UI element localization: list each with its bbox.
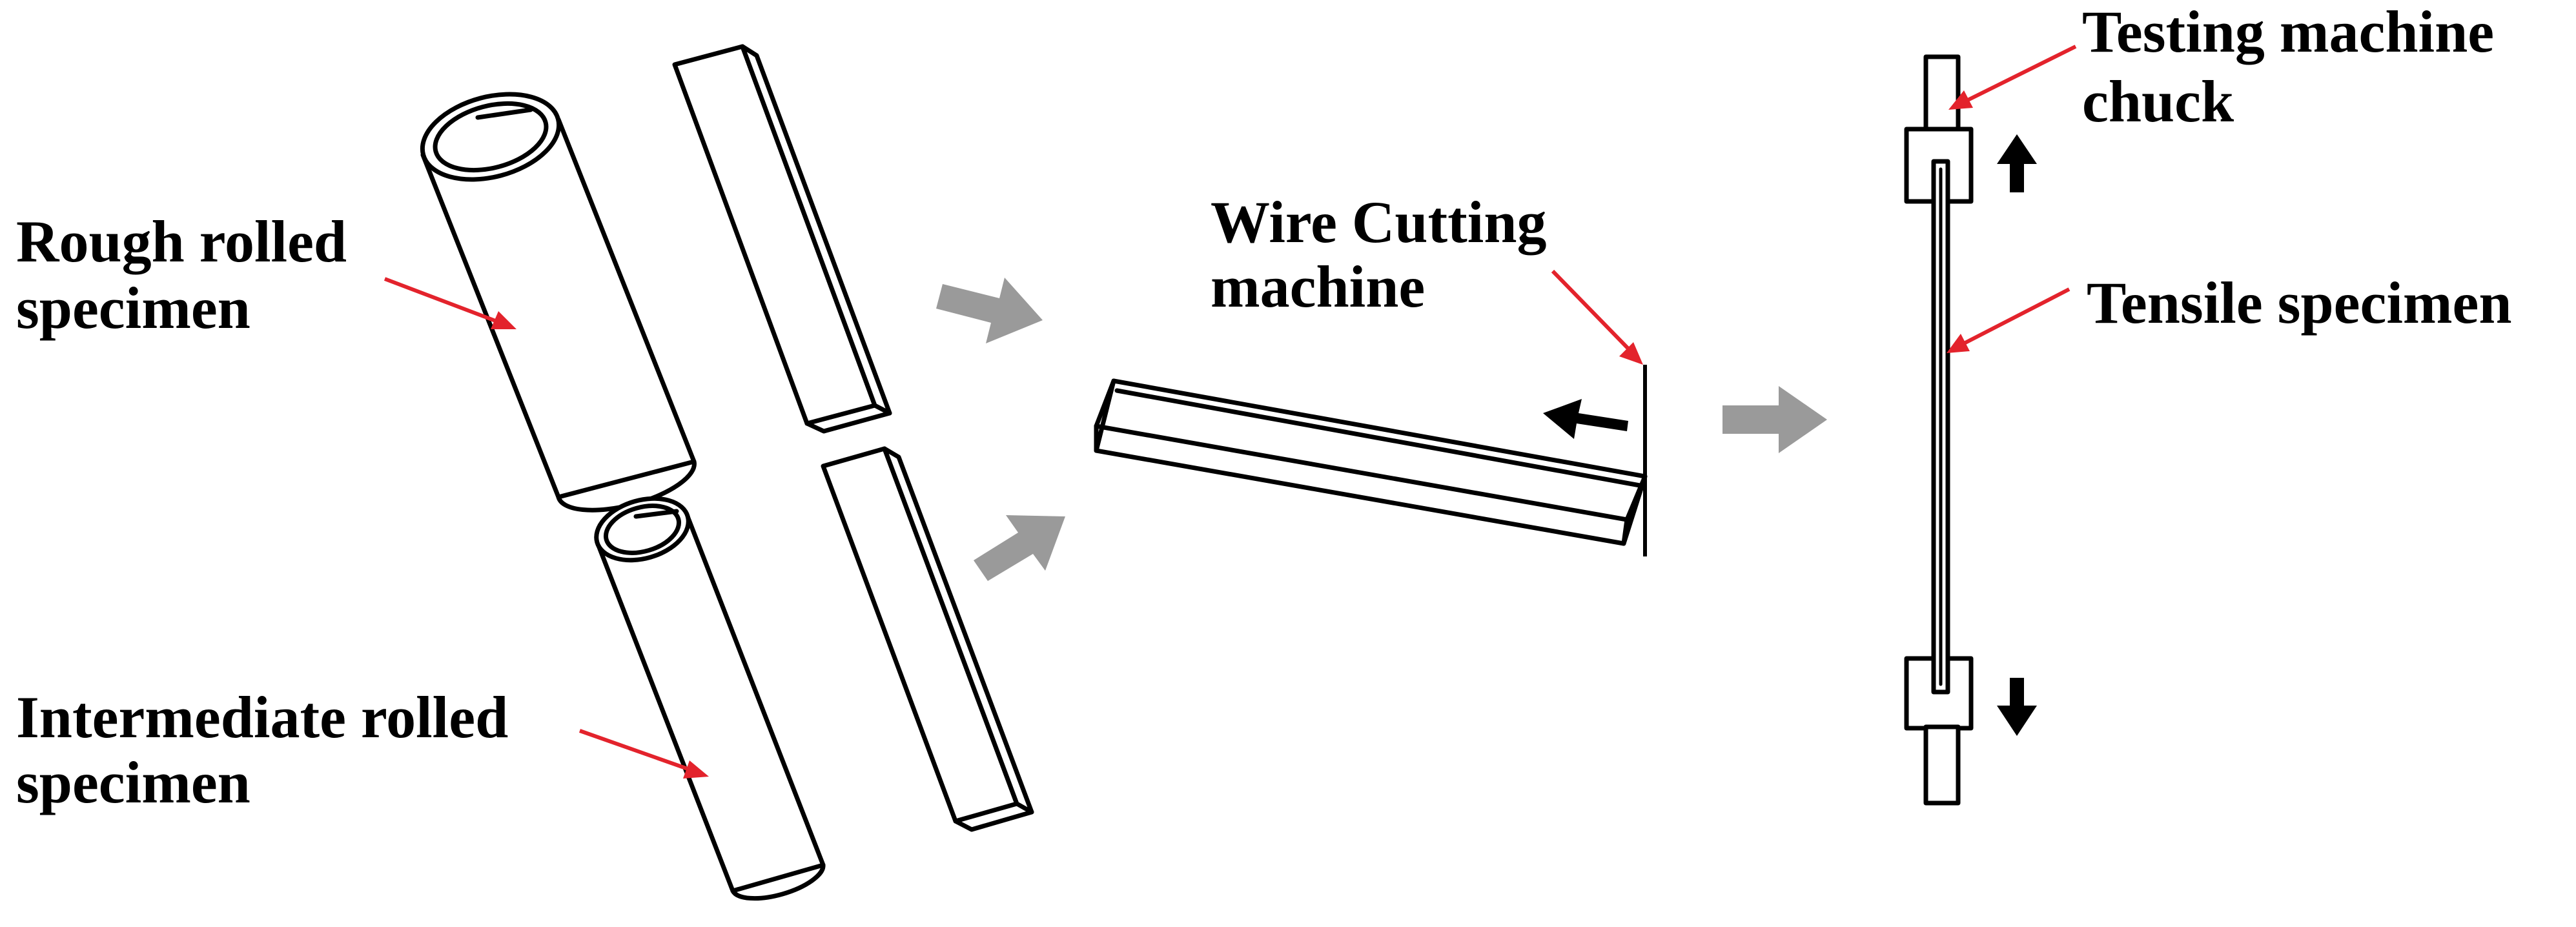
process-arrow-right [1722,386,1827,453]
rough-rolled-cylinder [420,92,697,513]
label-rough-line1: Rough rolled [16,209,347,274]
label-wire-line2: machine [1211,254,1425,320]
leader-wire [1551,269,1643,365]
tensile-test-setup [1904,54,1974,806]
leader-chuck [1948,45,2077,110]
label-chuck-line1: Testing machine [2082,0,2494,65]
intermediate-sliced-strip [821,446,1034,832]
leader-rough [383,277,516,329]
label-wire-line1: Wire Cutting [1211,189,1547,255]
label-intermediate-line2: specimen [16,749,250,815]
cutting-direction-arrow [1543,399,1628,439]
pull-arrow-down [1997,678,2037,736]
intermediate-rolled-cylinder [594,496,826,901]
label-chuck-line2: chuck [2082,68,2234,134]
leader-intermediate [579,729,709,779]
leader-tensile [1947,287,2070,353]
process-arrow-bottom [974,515,1065,581]
rough-sliced-strip [672,44,892,434]
label-intermediate-line1: Intermediate rolled [16,684,508,750]
label-rough-line2: specimen [16,275,250,341]
pull-arrow-up [1997,134,2037,192]
label-tensile: Tensile specimen [2087,270,2512,336]
process-arrow-top [936,278,1043,343]
strip-on-wire-cutter [1094,378,1648,546]
